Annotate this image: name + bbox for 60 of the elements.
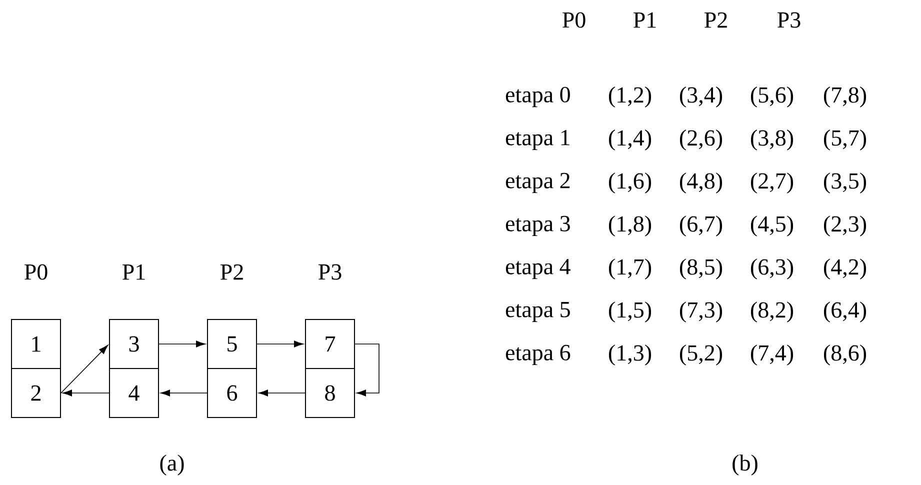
table-cell: (4,5) [750, 216, 794, 236]
arrow [158, 340, 206, 348]
row-label: etapa 5 [506, 302, 570, 322]
table-cell: (5,7) [824, 130, 866, 150]
table-cell: (6,4) [824, 302, 866, 322]
row-label: etapa 6 [506, 344, 570, 366]
cell-box: 3 [109, 319, 159, 369]
table-cell: (7,4) [750, 344, 794, 366]
table-cell: (1,8) [608, 216, 652, 236]
figure-label: (a) [160, 454, 184, 476]
table-cell: (2,3) [824, 216, 866, 236]
table-cell: (3,8) [750, 130, 794, 150]
row-label: etapa 2 [506, 172, 570, 194]
table-cell: (1,7) [608, 258, 652, 280]
table-cell: (3,4) [680, 86, 722, 108]
arrow [160, 390, 208, 396]
column-header: P2 [704, 12, 727, 28]
table-cell: (1,3) [608, 344, 652, 366]
table-cell: (4,2) [824, 258, 866, 280]
column-header: P0 [24, 264, 48, 280]
figure-label: (b) [732, 454, 758, 476]
row-label: etapa 0 [506, 86, 570, 108]
arrow [62, 390, 110, 396]
arrow [258, 390, 306, 396]
column-header: P0 [562, 12, 586, 28]
table-cell: (4,8) [680, 172, 722, 194]
arrow [256, 340, 304, 348]
table-cell: (7,8) [824, 86, 866, 108]
row-label: etapa 4 [506, 258, 570, 279]
table-cell: (1,6) [608, 172, 652, 194]
table-cell: (1,5) [608, 302, 652, 322]
column-header: P2 [220, 264, 243, 280]
arrow [354, 344, 380, 396]
table-cell: (5,2) [680, 344, 722, 366]
table-cell: (6,3) [750, 258, 794, 280]
table-cell: (8,6) [824, 344, 866, 366]
row-label: etapa 3 [506, 216, 570, 236]
table-cell: (3,5) [824, 172, 866, 194]
cell-box: 1 [11, 319, 61, 369]
cell-box: 5 [207, 319, 257, 369]
cell-box: 7 [305, 319, 355, 369]
column-header: P1 [634, 12, 656, 28]
column-header: P1 [122, 264, 145, 280]
arrow [60, 344, 108, 394]
table-cell: (7,3) [680, 302, 722, 322]
table-cell: (8,2) [750, 302, 794, 322]
table-cell: (6,7) [680, 216, 722, 236]
row-label: etapa 1 [506, 130, 570, 150]
table-cell: (2,7) [750, 172, 794, 194]
table-cell: (1,4) [608, 130, 652, 150]
cell-box: 6 [207, 368, 257, 418]
cell-box: 2 [11, 368, 61, 418]
table-cell: (1,2) [608, 86, 652, 108]
column-header: P3 [778, 12, 800, 28]
table-cell: (5,6) [750, 86, 794, 108]
cell-box: 8 [305, 368, 355, 418]
column-header: P3 [318, 264, 342, 280]
table-cell: (8,5) [680, 258, 722, 280]
table-cell: (2,6) [680, 130, 722, 150]
cell-box: 4 [109, 368, 159, 418]
